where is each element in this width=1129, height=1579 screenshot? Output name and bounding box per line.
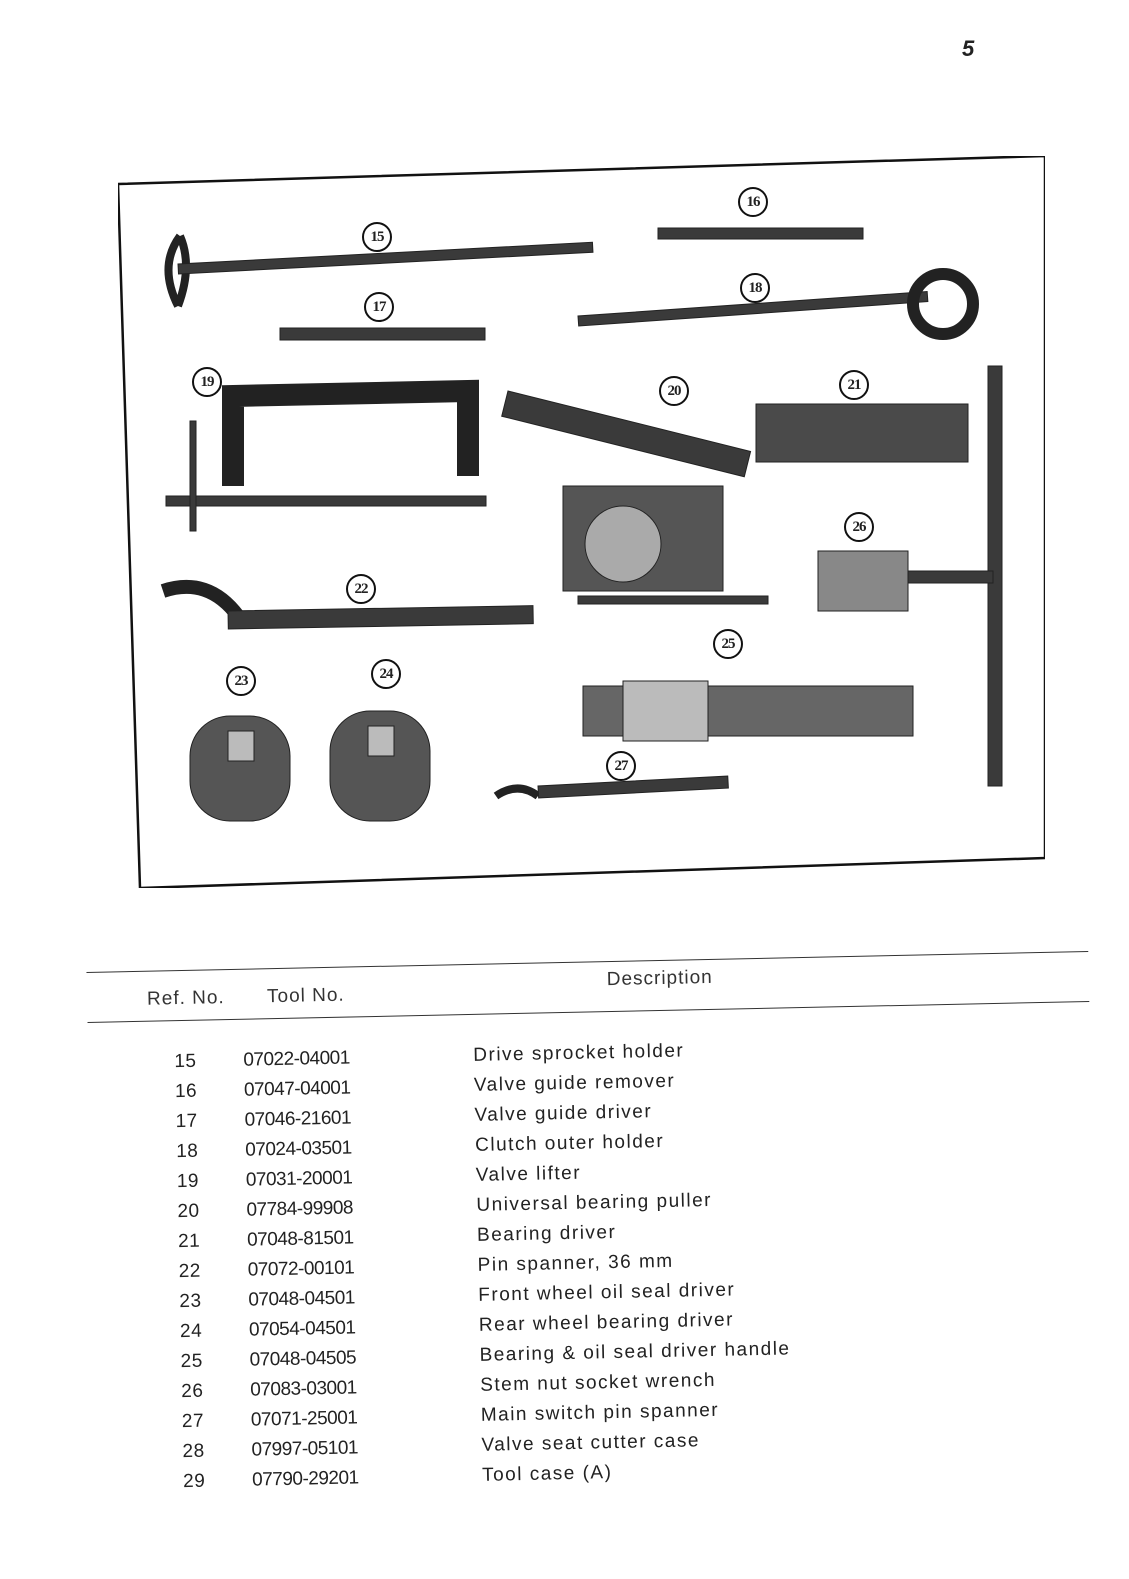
tool-no-cell: 07046-21601 bbox=[244, 1107, 352, 1131]
tool-no-cell: 07024-03501 bbox=[245, 1137, 352, 1161]
callout-15: 15 bbox=[362, 222, 392, 252]
tool-no-cell: 07784-99908 bbox=[246, 1197, 354, 1221]
tool-no-cell: 07048-04501 bbox=[248, 1287, 356, 1311]
tool-no-cell: 07048-04505 bbox=[249, 1347, 357, 1371]
header-description: Description bbox=[606, 966, 713, 991]
ref-no-cell: 18 bbox=[176, 1140, 199, 1163]
callout-26: 26 bbox=[844, 512, 874, 542]
ref-no-cell: 20 bbox=[177, 1200, 200, 1223]
table-body: 15 07022-04001 Drive sprocket holder 16 0704… bbox=[86, 929, 1088, 1492]
description-cell: Universal bearing puller bbox=[476, 1189, 713, 1216]
tool-no-cell: 07997-05101 bbox=[251, 1437, 359, 1461]
callout-17: 17 bbox=[364, 292, 394, 322]
tool-no-cell: 07022-04001 bbox=[243, 1047, 351, 1071]
tool-no-cell: 07054-04501 bbox=[248, 1317, 356, 1341]
callout-16: 16 bbox=[738, 187, 768, 217]
ref-no-cell: 23 bbox=[179, 1290, 202, 1313]
tool-no-cell: 07072-00101 bbox=[247, 1257, 355, 1281]
tool-no-cell: 07031-20001 bbox=[245, 1167, 353, 1191]
description-cell: Drive sprocket holder bbox=[473, 1040, 685, 1066]
ref-no-cell: 26 bbox=[181, 1380, 204, 1403]
ref-no-cell: 16 bbox=[174, 1080, 198, 1103]
page-number: 5 bbox=[962, 36, 975, 61]
ref-no-cell: 27 bbox=[181, 1410, 205, 1433]
description-cell: Tool case (A) bbox=[481, 1462, 613, 1486]
description-cell: Valve guide remover bbox=[473, 1070, 676, 1096]
tool-no-cell: 07047-04001 bbox=[243, 1077, 351, 1101]
description-cell: Clutch outer holder bbox=[474, 1130, 665, 1156]
callout-19: 19 bbox=[192, 367, 222, 397]
description-cell: Valve guide driver bbox=[474, 1101, 653, 1126]
ref-no-cell: 29 bbox=[182, 1470, 206, 1493]
description-cell: Valve lifter bbox=[475, 1162, 582, 1186]
callout-27: 27 bbox=[606, 751, 636, 781]
description-cell: Stem nut socket wrench bbox=[479, 1369, 717, 1396]
tool-table: Ref. No. Tool No. Description 15 07022-04… bbox=[86, 929, 1100, 1510]
ref-no-cell: 22 bbox=[178, 1260, 202, 1283]
callout-20: 20 bbox=[659, 376, 689, 406]
callout-18: 18 bbox=[740, 273, 770, 303]
header-ref-no: Ref. No. bbox=[146, 987, 225, 1010]
ref-no-cell: 21 bbox=[177, 1230, 201, 1253]
ref-no-cell: 19 bbox=[176, 1170, 200, 1193]
table-top-rule bbox=[86, 951, 1089, 973]
ref-no-cell: 25 bbox=[180, 1350, 203, 1373]
tool-no-cell: 07071-25001 bbox=[250, 1407, 358, 1431]
ref-no-cell: 24 bbox=[179, 1320, 203, 1343]
callout-24: 24 bbox=[371, 659, 401, 689]
tool-no-cell: 07790-29201 bbox=[251, 1467, 359, 1491]
description-cell: Main switch pin spanner bbox=[480, 1399, 720, 1426]
header-tool-no: Tool No. bbox=[266, 984, 345, 1008]
description-cell: Front wheel oil seal driver bbox=[478, 1279, 736, 1306]
callout-25: 25 bbox=[713, 629, 743, 659]
table-header-rule bbox=[87, 1000, 1090, 1023]
ref-no-cell: 28 bbox=[182, 1440, 205, 1463]
description-cell: Rear wheel bearing driver bbox=[478, 1309, 735, 1336]
callout-23: 23 bbox=[226, 666, 256, 696]
description-cell: Valve seat cutter case bbox=[481, 1430, 701, 1456]
tools-photo bbox=[118, 156, 1045, 888]
description-cell: Bearing driver bbox=[476, 1221, 617, 1246]
description-cell: Pin spanner, 36 mm bbox=[477, 1250, 674, 1276]
callout-21: 21 bbox=[839, 370, 869, 400]
callout-22: 22 bbox=[346, 574, 376, 604]
tool-no-cell: 07083-03001 bbox=[250, 1377, 357, 1401]
ref-no-cell: 17 bbox=[175, 1110, 198, 1133]
tool-no-cell: 07048-81501 bbox=[246, 1227, 354, 1251]
tools-photo-figure: 15 16 17 18 19 20 21 22 23 24 25 26 27 bbox=[118, 156, 1045, 888]
ref-no-cell: 15 bbox=[174, 1050, 197, 1073]
